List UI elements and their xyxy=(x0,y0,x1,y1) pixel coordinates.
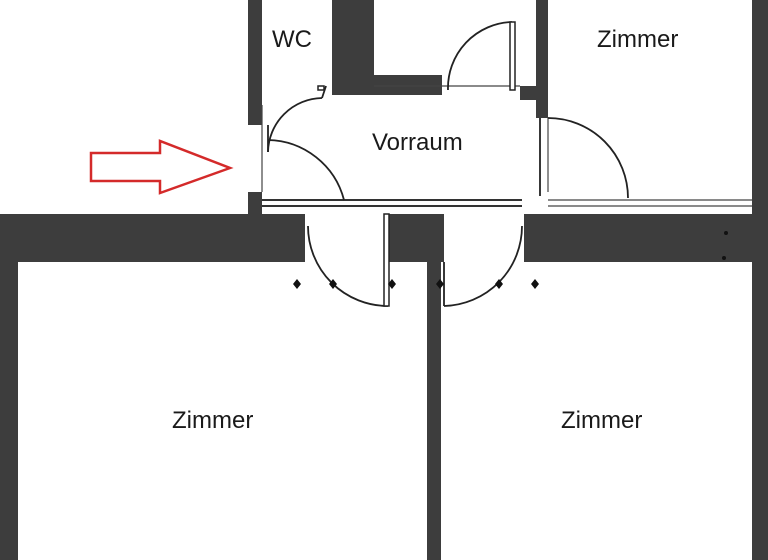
partition-lines xyxy=(261,85,752,207)
wall-wc-right xyxy=(332,0,374,88)
door-wc xyxy=(267,85,327,153)
room-label-wc: WC xyxy=(272,26,312,53)
wall-vertical-bottom-left xyxy=(0,214,18,560)
room-label-vorraum: Vorraum xyxy=(372,129,463,156)
door-top-center xyxy=(447,21,516,91)
entrance-arrow-icon xyxy=(89,139,234,195)
door-zimmer-top-right xyxy=(539,117,629,199)
wall-corridor-left-lower xyxy=(248,192,262,214)
room-label-zimmer-bottom-left: Zimmer xyxy=(172,407,253,434)
door-zimmer-bottom-left xyxy=(307,213,390,307)
room-labels: WC Zimmer Vorraum Zimmer Zimmer xyxy=(172,26,678,434)
door-zimmer-bottom-right xyxy=(443,225,523,307)
wall-vertical-bottom-middle xyxy=(427,214,441,560)
doors xyxy=(267,21,629,307)
wall-horizontal-right xyxy=(524,214,768,262)
wall-wc-left xyxy=(248,0,262,125)
wall-zimmer-top-left xyxy=(536,0,548,118)
wall-horizontal-left xyxy=(0,214,305,262)
door-entrance xyxy=(267,139,345,201)
room-label-zimmer-bottom-right: Zimmer xyxy=(561,407,642,434)
wall-top-right-edge xyxy=(752,0,768,214)
room-label-zimmer-top-right: Zimmer xyxy=(597,26,678,53)
wall-zimmer-top-left-stub xyxy=(520,86,548,100)
wall-vertical-bottom-right xyxy=(752,214,768,560)
fixture-marks xyxy=(293,231,728,289)
wall-wc-right-stub xyxy=(332,75,442,95)
